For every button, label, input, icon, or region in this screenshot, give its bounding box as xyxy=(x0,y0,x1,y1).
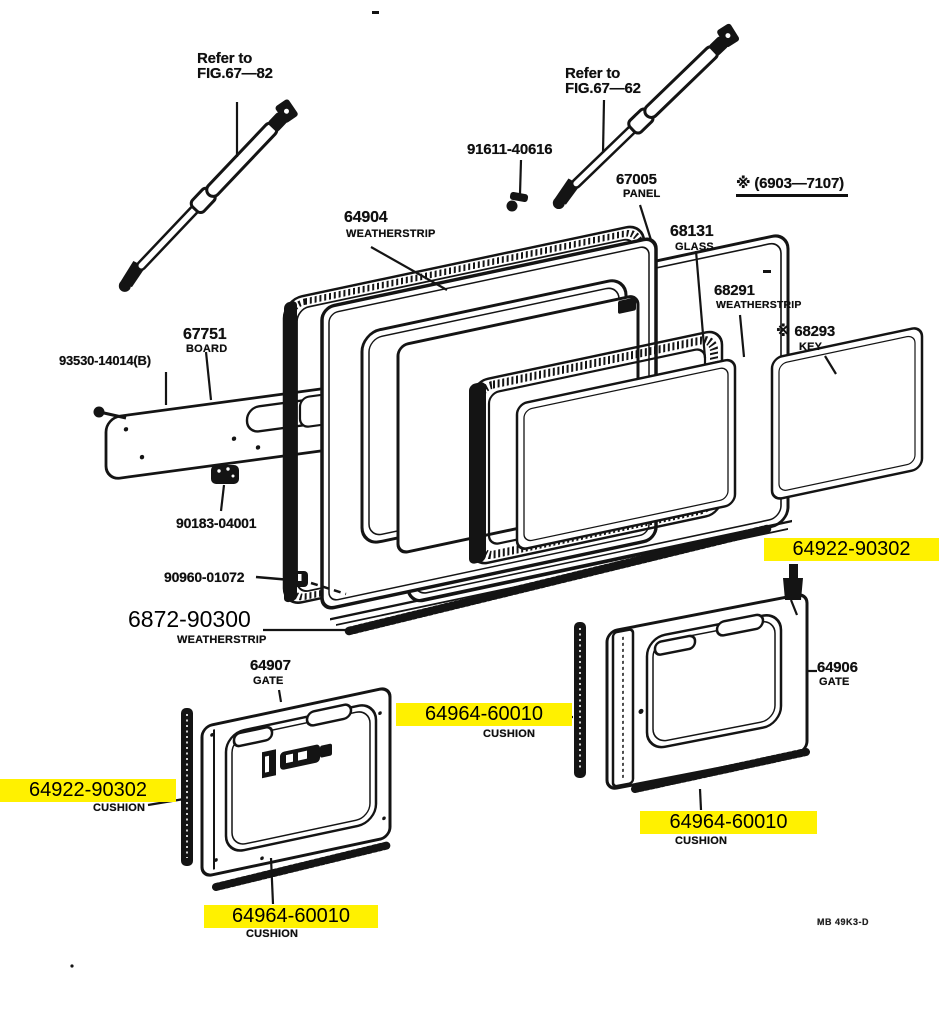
gas-strut-left xyxy=(108,94,304,298)
caption-64904: WEATHERSTRIP xyxy=(346,228,436,240)
highlight-64964-60010-bottom-left: 64964-60010 xyxy=(204,905,378,928)
gate-64906-shape xyxy=(605,593,809,790)
clip-90183-shape xyxy=(211,465,239,484)
tick-marks xyxy=(70,11,771,968)
label-refer-fig-right: Refer to FIG.67—62 xyxy=(565,66,641,97)
label-64904: 64904 xyxy=(344,209,388,226)
grommet-90960-shape xyxy=(293,571,308,587)
cushion-strip-left-vertical xyxy=(181,708,193,866)
caption-68293: KEY xyxy=(799,341,823,353)
caption-cushion-mid-vertical: CUSHION xyxy=(483,728,536,740)
label-6872-90300: 6872-90300 xyxy=(128,606,251,632)
caption-64907: GATE xyxy=(253,675,284,687)
caption-67751: BOARD xyxy=(186,343,228,355)
label-67751: 67751 xyxy=(183,326,227,343)
drawing-code: MB 49K3-D xyxy=(817,917,870,927)
cushion-bolt-right-top xyxy=(783,564,803,600)
label-production-note: ※ (6903—7107) xyxy=(736,176,848,198)
caption-68131: GLASS xyxy=(675,241,714,253)
label-90183-04001: 90183-04001 xyxy=(176,515,257,531)
caption-6872-90300: WEATHERSTRIP xyxy=(177,634,267,646)
cushion-strip-mid-vertical xyxy=(574,622,586,778)
refer-right-line1: Refer to xyxy=(565,65,621,82)
highlight-64922-90302-right: 64922-90302 xyxy=(764,538,939,561)
stud-91611-shape xyxy=(506,191,529,212)
caption-67005: PANEL xyxy=(623,188,661,200)
label-64907: 64907 xyxy=(250,657,291,674)
label-91611-40616: 91611-40616 xyxy=(467,141,553,158)
label-68291: 68291 xyxy=(714,282,755,299)
label-90960-01072: 90960-01072 xyxy=(164,569,245,585)
label-64906: 64906 xyxy=(817,659,858,676)
caption-64906: GATE xyxy=(819,676,850,688)
weatherstrip-6872-shape xyxy=(344,524,772,636)
highlight-64964-60010-mid: 64964-60010 xyxy=(396,703,572,726)
cushion-strip-left-bottom xyxy=(212,841,393,891)
caption-cushion-left-bottom: CUSHION xyxy=(246,928,299,940)
label-68131: 68131 xyxy=(670,223,714,240)
label-93530-14014: 93530-14014(B) xyxy=(59,353,151,368)
key-glass-68293-shape xyxy=(770,327,924,500)
refer-left-line2: FIG.67—82 xyxy=(197,65,273,83)
label-68293: ※ 68293 xyxy=(776,323,836,340)
label-refer-fig-left: Refer to FIG.67—82 xyxy=(197,51,273,82)
highlight-64922-90302-left: 64922-90302 xyxy=(0,779,176,802)
refer-left-line1: Refer to xyxy=(197,50,253,67)
refer-right-line2: FIG.67—62 xyxy=(565,80,641,98)
screw-93530-shape xyxy=(93,406,127,420)
highlight-64964-60010-right: 64964-60010 xyxy=(640,811,817,834)
caption-68291: WEATHERSTRIP xyxy=(716,299,802,311)
back-door-assembly xyxy=(282,225,924,626)
gate-64907-shape xyxy=(200,687,392,877)
caption-cushion-left-vertical: CUSHION xyxy=(93,802,146,814)
sliding-pane-shape xyxy=(515,358,737,550)
cushion-strip-right-bottom xyxy=(631,748,810,793)
caption-cushion-right-bottom: CUSHION xyxy=(675,835,728,847)
label-67005: 67005 xyxy=(616,171,657,188)
